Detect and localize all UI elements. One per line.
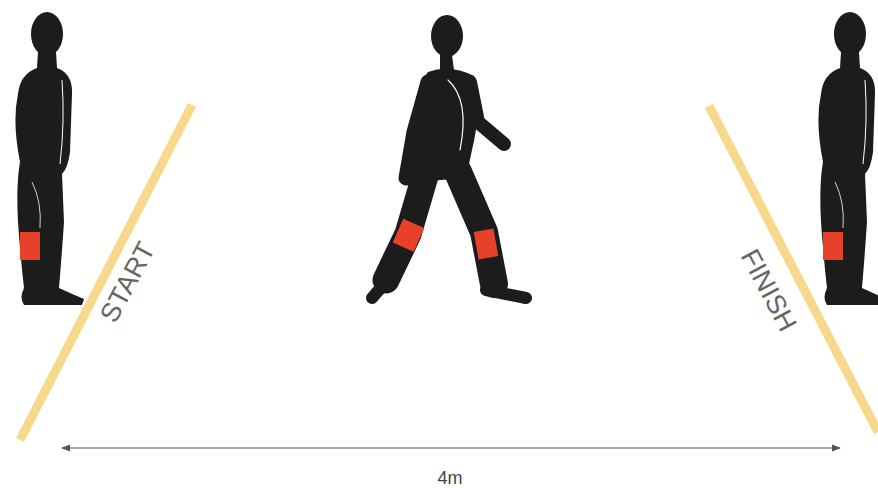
standing-person [15,12,84,305]
dimension-arrow [62,447,840,448]
finish-line [709,106,878,432]
walking-person [372,15,526,298]
finish-label: FINISH [735,245,800,336]
start-line [20,105,192,440]
dimension-label: 4m [437,469,462,487]
standing-person [818,12,878,305]
start-label: START [96,238,160,327]
